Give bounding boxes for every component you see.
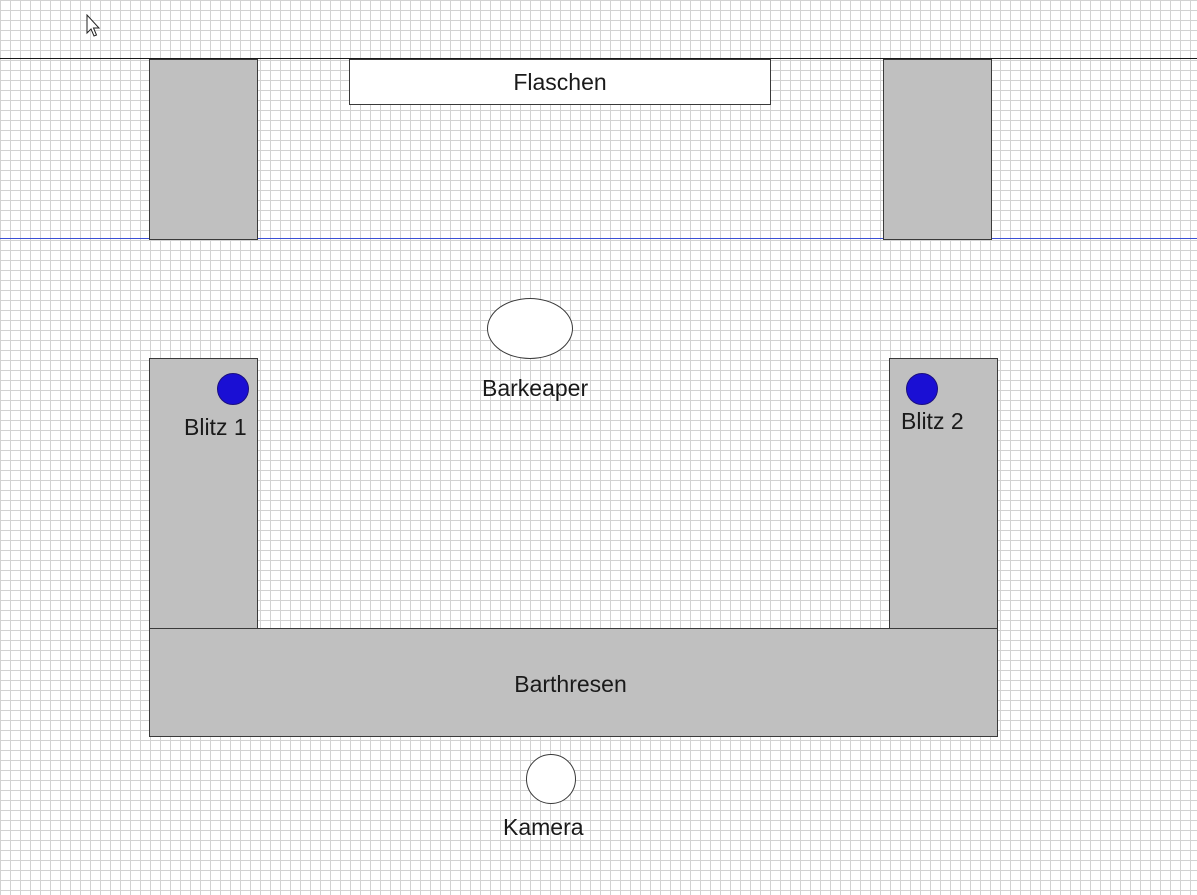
bar-counter[interactable]: Barthresen: [149, 628, 998, 737]
top-wall-line: [0, 58, 1197, 59]
camera-shape[interactable]: [526, 754, 576, 804]
back-shelf-right[interactable]: [883, 59, 992, 240]
flash-1-marker[interactable]: [217, 373, 249, 405]
mouse-pointer-icon: [86, 14, 100, 37]
bottles-label: Flaschen: [513, 68, 607, 95]
bottles-box[interactable]: Flaschen: [349, 59, 771, 105]
back-shelf-left[interactable]: [149, 59, 258, 240]
camera-label: Kamera: [503, 814, 584, 840]
guide-line: [0, 238, 1197, 239]
bar-counter-label: Barthresen: [514, 671, 627, 697]
counter-right-arm[interactable]: [889, 358, 998, 630]
flash-2-marker[interactable]: [906, 373, 938, 405]
bartender-label: Barkeaper: [482, 375, 589, 401]
flash-2-label: Blitz 2: [901, 408, 964, 434]
flash-1-label: Blitz 1: [184, 414, 247, 440]
bartender-shape[interactable]: [487, 298, 573, 359]
